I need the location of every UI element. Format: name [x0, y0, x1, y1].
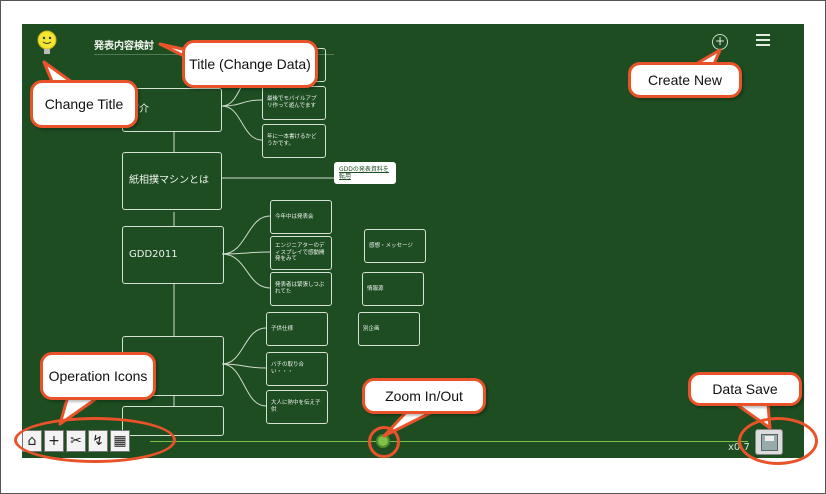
callout-zoom: Zoom In/Out	[362, 378, 486, 414]
node-gdd-a[interactable]: 今年中は発表会	[270, 200, 332, 234]
callout-create-new: Create New	[628, 62, 742, 98]
highlight-ring-toolbar	[14, 417, 176, 463]
change-title-bulb-icon[interactable]	[36, 30, 58, 56]
callout-change-title: Change Title	[30, 80, 138, 128]
node-sep[interactable]: 別企画	[358, 312, 420, 346]
callout-data-save: Data Save	[688, 372, 802, 406]
node-lower-b[interactable]: バチの取り合い・・・	[266, 352, 328, 386]
node-gdd-b[interactable]: エンジニアターのディスプレイで感動開発をみて	[270, 236, 332, 270]
callout-title: Title (Change Data)	[182, 40, 318, 88]
menu-icon[interactable]	[756, 34, 776, 52]
callout-operation-icons: Operation Icons	[40, 352, 156, 400]
node-year[interactable]: 年に一本書けるかどうかです。	[262, 124, 326, 158]
highlight-ring-save	[738, 417, 818, 465]
node-info[interactable]: 情報源	[362, 272, 424, 306]
node-gdd-c[interactable]: 発表者は緊張しつぶれてた	[270, 272, 332, 306]
zoom-slider-track[interactable]	[150, 441, 748, 442]
node-lower-c[interactable]: 大人に熱中を伝え子供	[266, 390, 328, 424]
node-gdd2011[interactable]: GDD2011	[122, 226, 224, 284]
node-lower-a[interactable]: 子供仕様	[266, 312, 328, 346]
mindmap-links	[173, 63, 334, 407]
node-kamisumo[interactable]: 紙相撲マシンとは	[122, 152, 222, 210]
highlight-ring-zoom	[368, 426, 400, 458]
node-gdd-link[interactable]: GDDの発表資料を転用	[334, 162, 396, 184]
node-thanks[interactable]: 感想・メッセージ	[364, 229, 426, 263]
map-title[interactable]: 発表内容検討	[94, 41, 154, 52]
